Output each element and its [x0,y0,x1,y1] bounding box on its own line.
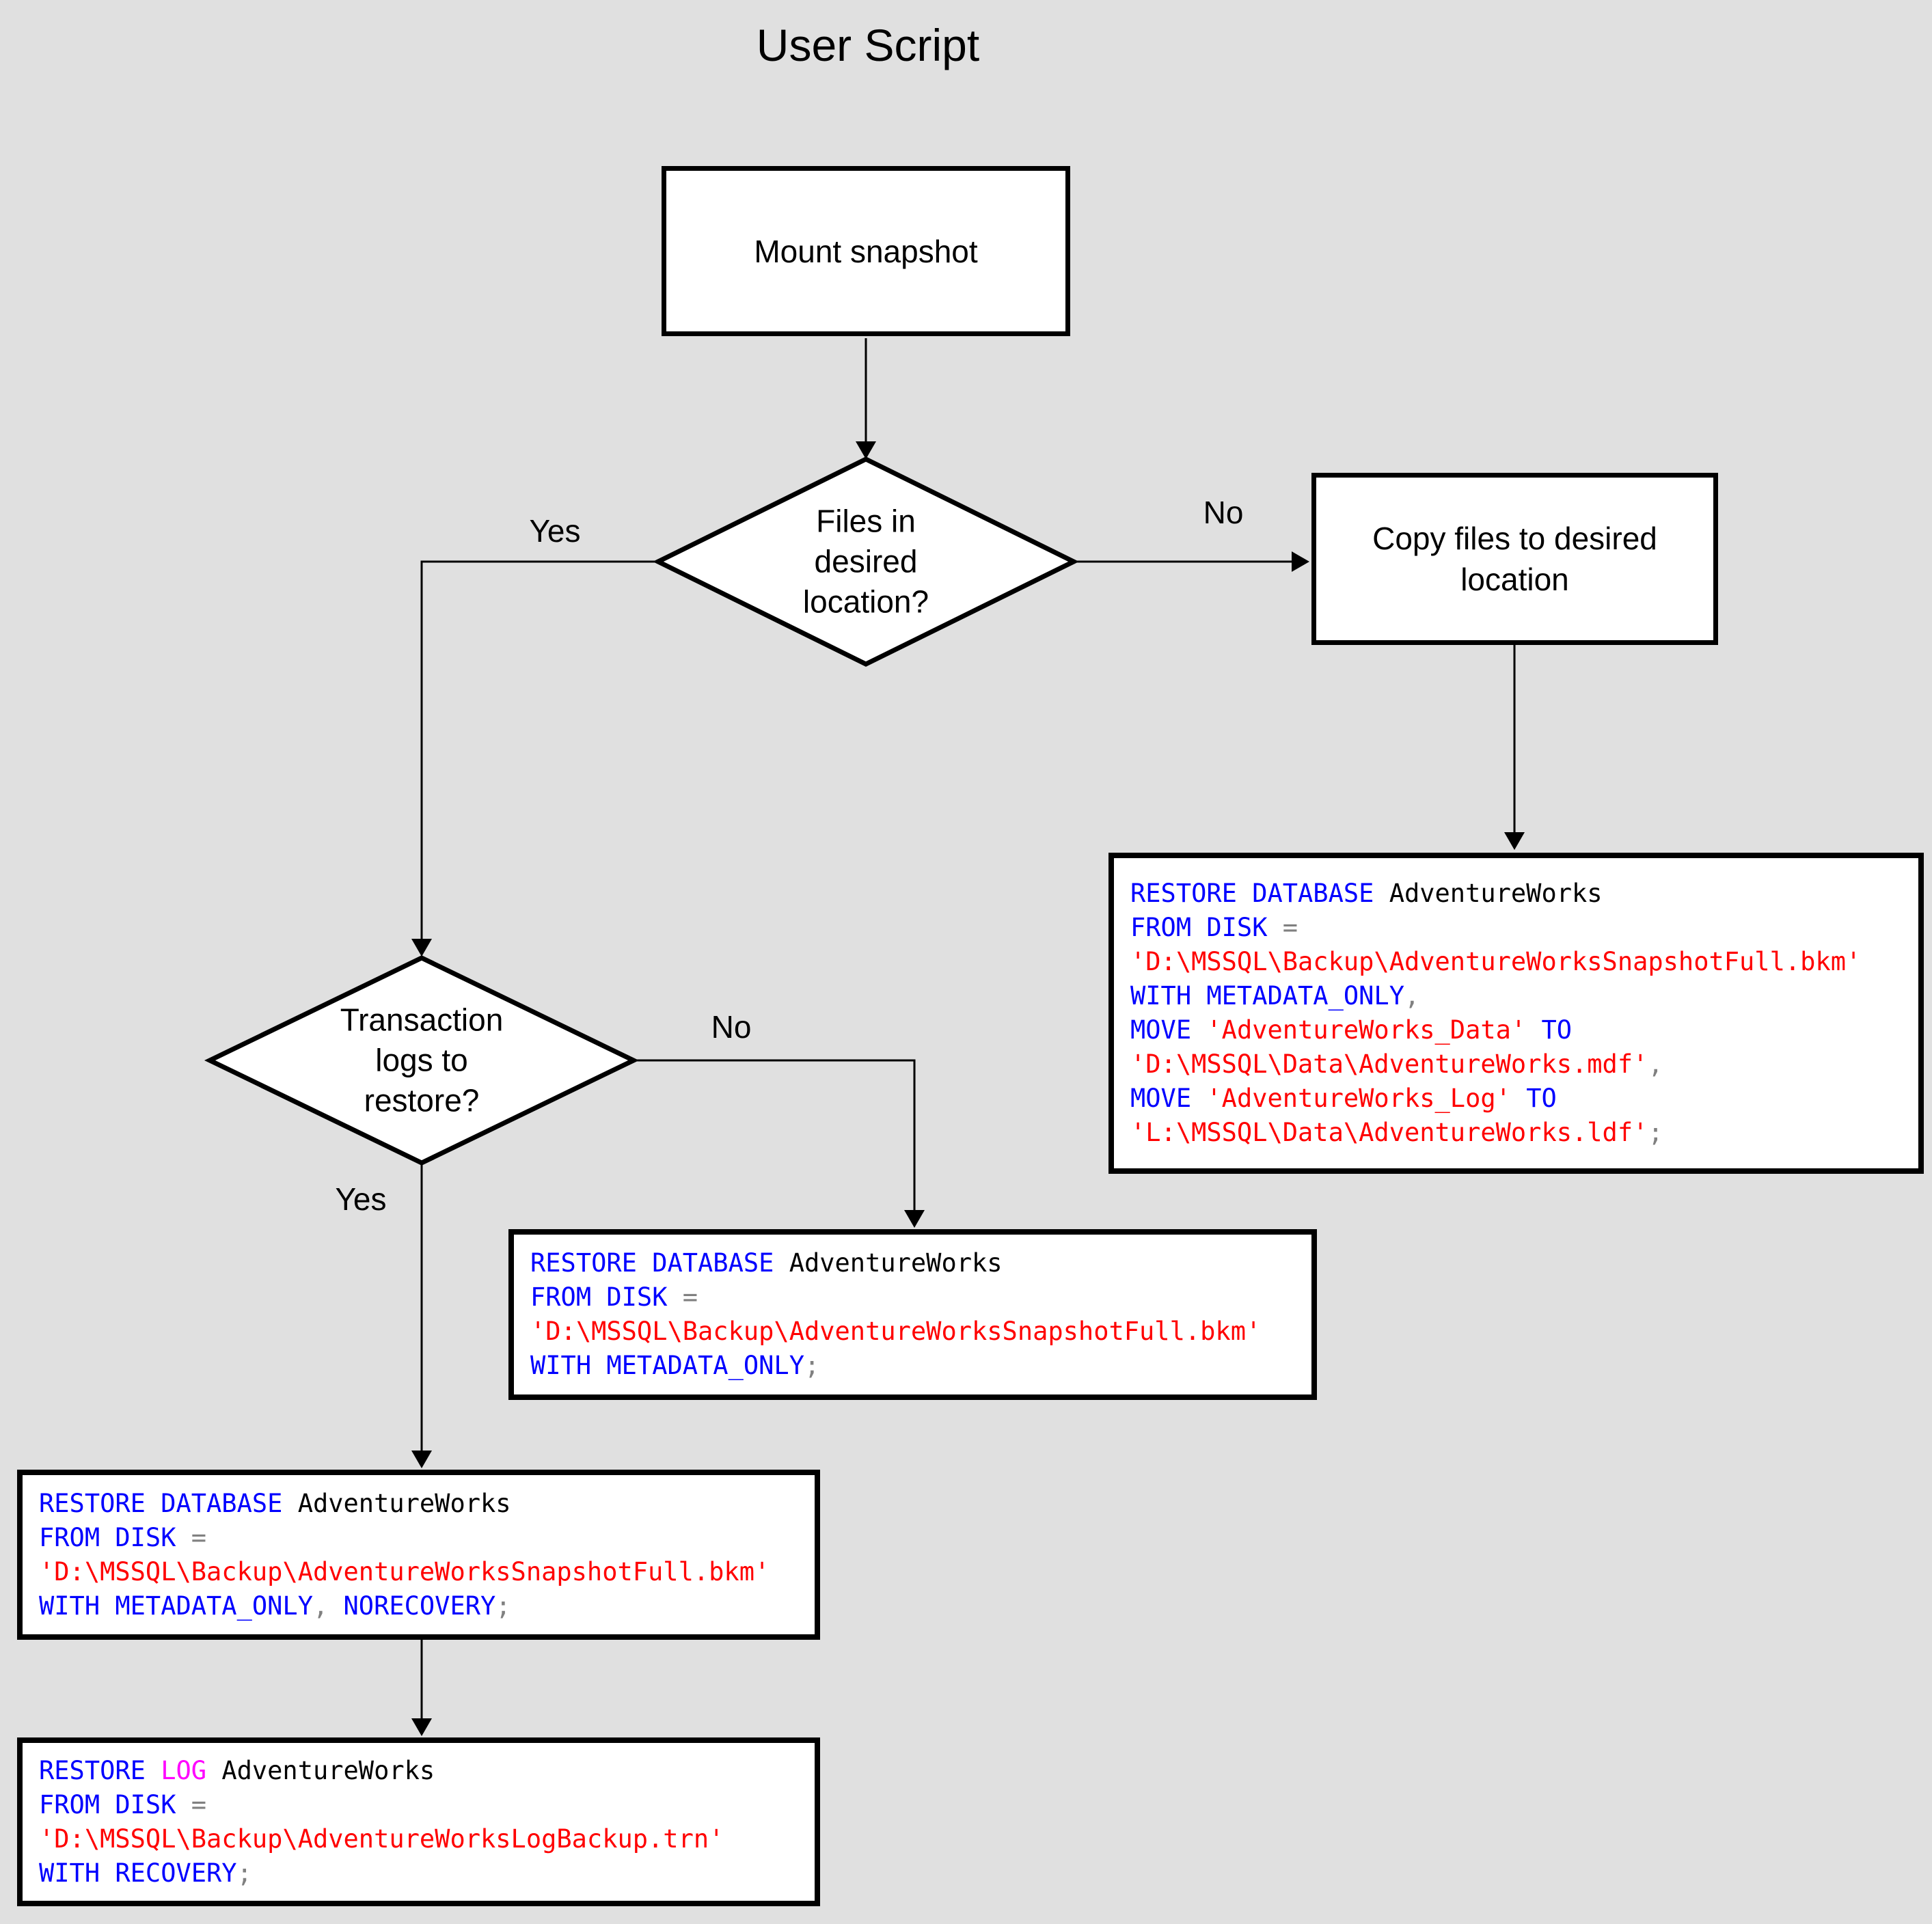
code-line: 'D:\MSSQL\Backup\AdventureWorksLogBackup… [39,1824,724,1854]
connector-files-yes-to-logs-decision [420,560,658,940]
code-line: FROM DISK = [39,1522,207,1552]
code-line: WITH RECOVERY; [39,1858,252,1888]
code-line: 'D:\MSSQL\Backup\AdventureWorksSnapshotF… [39,1556,770,1586]
code-line: WITH METADATA_ONLY, [1130,981,1420,1011]
node-copy-files: Copy files to desired location [1311,473,1718,645]
code-line: RESTORE LOG AdventureWorks [39,1755,435,1785]
decision-logs-label: Transaction logs to restore? [340,1002,504,1118]
code-line: MOVE 'AdventureWorks_Log' TO [1130,1084,1557,1113]
code-line: FROM DISK = [1130,913,1298,942]
code-line: FROM DISK = [39,1789,207,1819]
code-line: WITH METADATA_ONLY; [530,1351,820,1380]
code-line: RESTORE DATABASE AdventureWorks [1130,879,1603,908]
node-mount-snapshot: Mount snapshot [662,166,1070,336]
code-line: MOVE 'AdventureWorks_Data' TO [1130,1015,1573,1045]
code-line: 'L:\MSSQL\Data\AdventureWorks.ldf'; [1130,1118,1663,1147]
edge-label-files-no: No [1203,495,1244,530]
arrowhead-down-restore-log [411,1718,432,1736]
code-line: 'D:\MSSQL\Backup\AdventureWorksSnapshotF… [1130,947,1862,976]
arrowhead-right-copy-box [1292,551,1309,572]
edge-label-logs-no: No [711,1009,752,1045]
arrowhead-down-restore-metadata [904,1210,925,1228]
connector-logs-no-to-restore-metadata [634,1059,916,1211]
edge-label-files-yes: Yes [529,513,581,549]
page-title: User Script [756,20,980,70]
decision-files-label: Files in desired location? [802,503,929,620]
arrowhead-down-logs-decision [411,939,432,957]
code-line: WITH METADATA_ONLY, NORECOVERY; [39,1591,511,1621]
edge-label-logs-yes: Yes [335,1181,387,1217]
code-line: FROM DISK = [530,1282,698,1312]
arrowhead-down-files-decision [856,441,876,459]
arrowhead-down-restore-move [1504,832,1525,850]
arrowhead-down-restore-norecovery [411,1451,432,1468]
code-line: RESTORE DATABASE AdventureWorks [530,1248,1003,1278]
code-line: 'D:\MSSQL\Data\AdventureWorks.mdf', [1130,1049,1663,1079]
code-line: RESTORE DATABASE AdventureWorks [39,1488,511,1518]
code-line: 'D:\MSSQL\Backup\AdventureWorksSnapshotF… [530,1317,1262,1346]
